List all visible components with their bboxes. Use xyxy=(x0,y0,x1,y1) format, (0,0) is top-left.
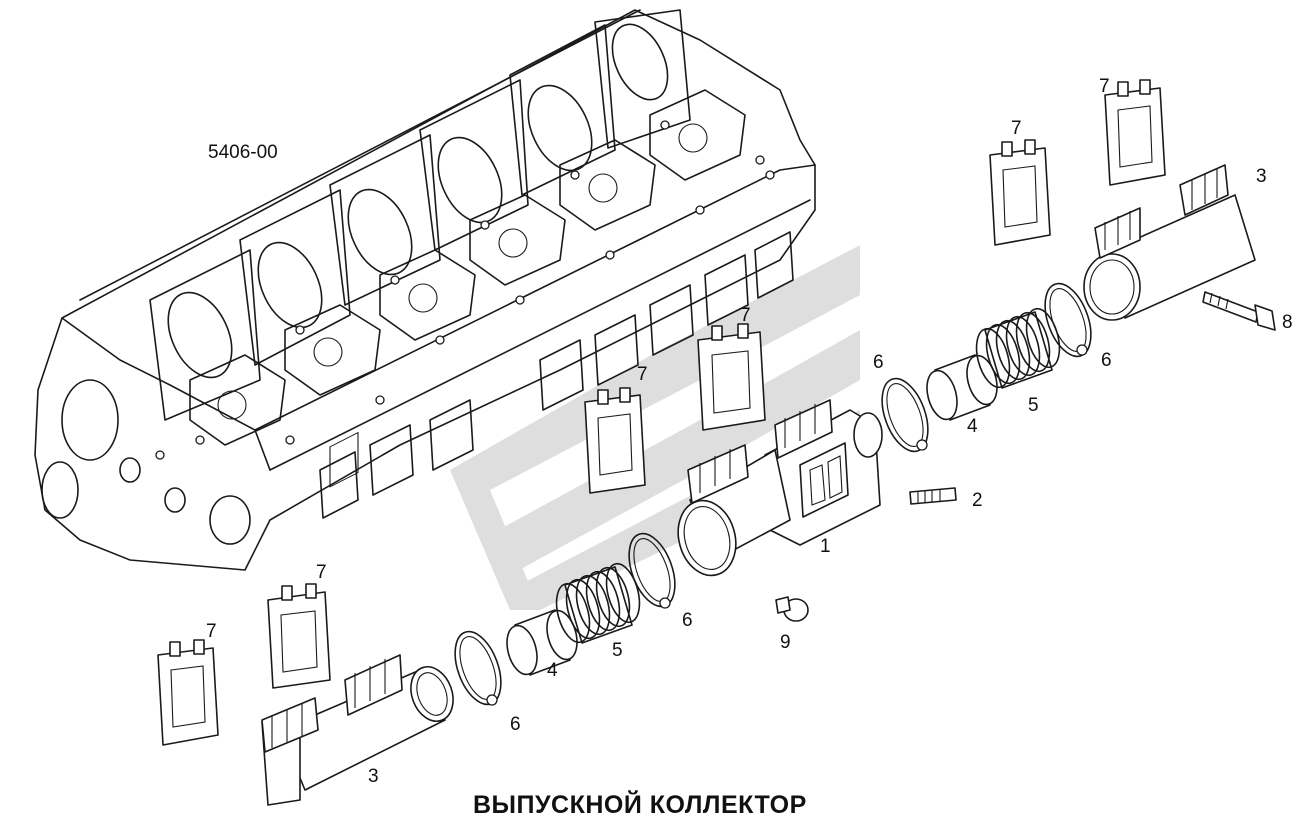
callout-6-middle: 6 xyxy=(873,352,884,373)
bellows-5-lower xyxy=(555,562,641,644)
callout-7-lower-middle: 7 xyxy=(316,562,327,583)
callout-6-lower-left: 6 xyxy=(510,714,521,735)
gasket-7-lower-middle xyxy=(267,583,331,689)
exhaust-flange-1 xyxy=(677,399,883,577)
callout-1: 1 xyxy=(820,536,831,557)
callout-4-lower: 4 xyxy=(547,660,558,681)
callout-7-center-left: 7 xyxy=(637,364,648,385)
callout-5-lower: 5 xyxy=(612,640,623,661)
diagram-title: ВЫПУСКНОЙ КОЛЛЕКТОР xyxy=(473,789,807,819)
manifold-section-3-upper xyxy=(1083,164,1256,321)
callout-2: 2 xyxy=(972,490,983,511)
bellows-5-upper xyxy=(975,307,1061,389)
callout-3-lower: 3 xyxy=(368,766,379,787)
callout-9: 9 xyxy=(780,632,791,653)
assembly-code-label: 5406-00 xyxy=(208,142,278,163)
gasket-7-top-middle xyxy=(989,139,1051,246)
cylinder-head xyxy=(34,9,816,571)
gasket-7-center-right xyxy=(697,323,766,431)
clamp-6-lower-left xyxy=(454,630,502,706)
callout-7-top-middle: 7 xyxy=(1011,118,1022,139)
ring-4-lower xyxy=(506,609,578,676)
callout-5-upper: 5 xyxy=(1028,395,1039,416)
stud-2 xyxy=(909,487,957,505)
callout-3-upper: 3 xyxy=(1256,166,1267,187)
clamp-6-middle xyxy=(881,377,929,453)
callout-7-lower-left: 7 xyxy=(206,621,217,642)
ring-4-upper xyxy=(926,354,998,421)
gasket-7-top-right xyxy=(1104,79,1166,186)
plug-9 xyxy=(775,596,809,622)
gasket-7-center-left xyxy=(584,387,646,494)
manifold-section-3-lower xyxy=(261,654,454,806)
clamp-6-center-low xyxy=(628,532,676,609)
gasket-7-lower-left xyxy=(157,639,219,746)
callout-6-upper-right: 6 xyxy=(1101,350,1112,371)
callout-4-upper: 4 xyxy=(967,416,978,437)
callout-7-center-right: 7 xyxy=(740,305,751,326)
callout-7-top-right: 7 xyxy=(1099,76,1110,97)
callout-8: 8 xyxy=(1282,312,1293,333)
callout-6-center-low: 6 xyxy=(682,610,693,631)
bolt-8 xyxy=(1202,291,1276,331)
